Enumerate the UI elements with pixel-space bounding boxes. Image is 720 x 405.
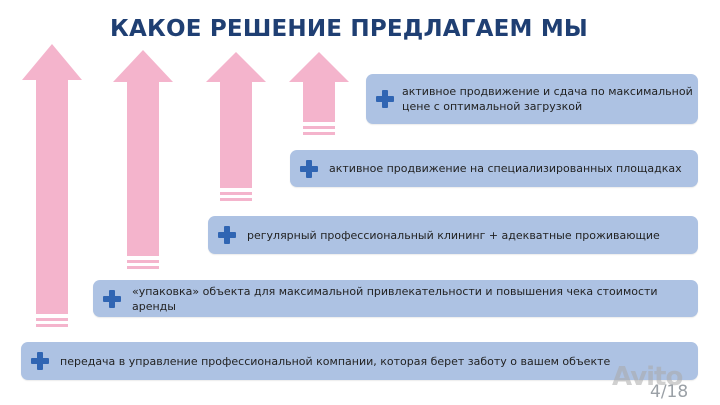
plus-icon [218,226,236,244]
arrow-up-icon [113,50,173,272]
benefit-box-2: активное продвижение на специализированн… [290,150,698,187]
benefit-box-4: «упаковка» объекта для максимальной прив… [93,280,698,317]
benefit-text-1-line2: цене с оптимальной загрузкой [402,100,583,113]
plus-icon [31,352,49,370]
benefit-text-5: передача в управление профессиональной к… [60,354,611,368]
benefit-box-3: регулярный профессиональный клининг + ад… [208,216,698,254]
benefit-box-5: передача в управление профессиональной к… [21,342,698,380]
arrow-up-icon [22,44,82,330]
benefit-text-2: активное продвижение на специализированн… [329,162,682,175]
page-indicator: 4/18 [650,382,689,402]
plus-icon [103,289,121,308]
plus-icon [376,90,394,108]
benefit-box-1: активное продвижение и сдача по максимал… [366,74,698,124]
arrow-up-icon [289,52,349,138]
avito-watermark: Avito [612,362,683,392]
benefit-text-1: активное продвижение и сдача по максимал… [402,84,693,114]
benefit-text-1-line1: активное продвижение и сдача по максимал… [402,85,693,98]
benefit-text-3: регулярный профессиональный клининг + ад… [247,228,660,242]
slide-title: КАКОЕ РЕШЕНИЕ ПРЕДЛАГАЕМ МЫ [110,16,588,42]
plus-icon [300,159,318,178]
benefit-text-4: «упаковка» объекта для максимальной прив… [132,284,658,313]
arrow-up-icon [206,52,266,204]
